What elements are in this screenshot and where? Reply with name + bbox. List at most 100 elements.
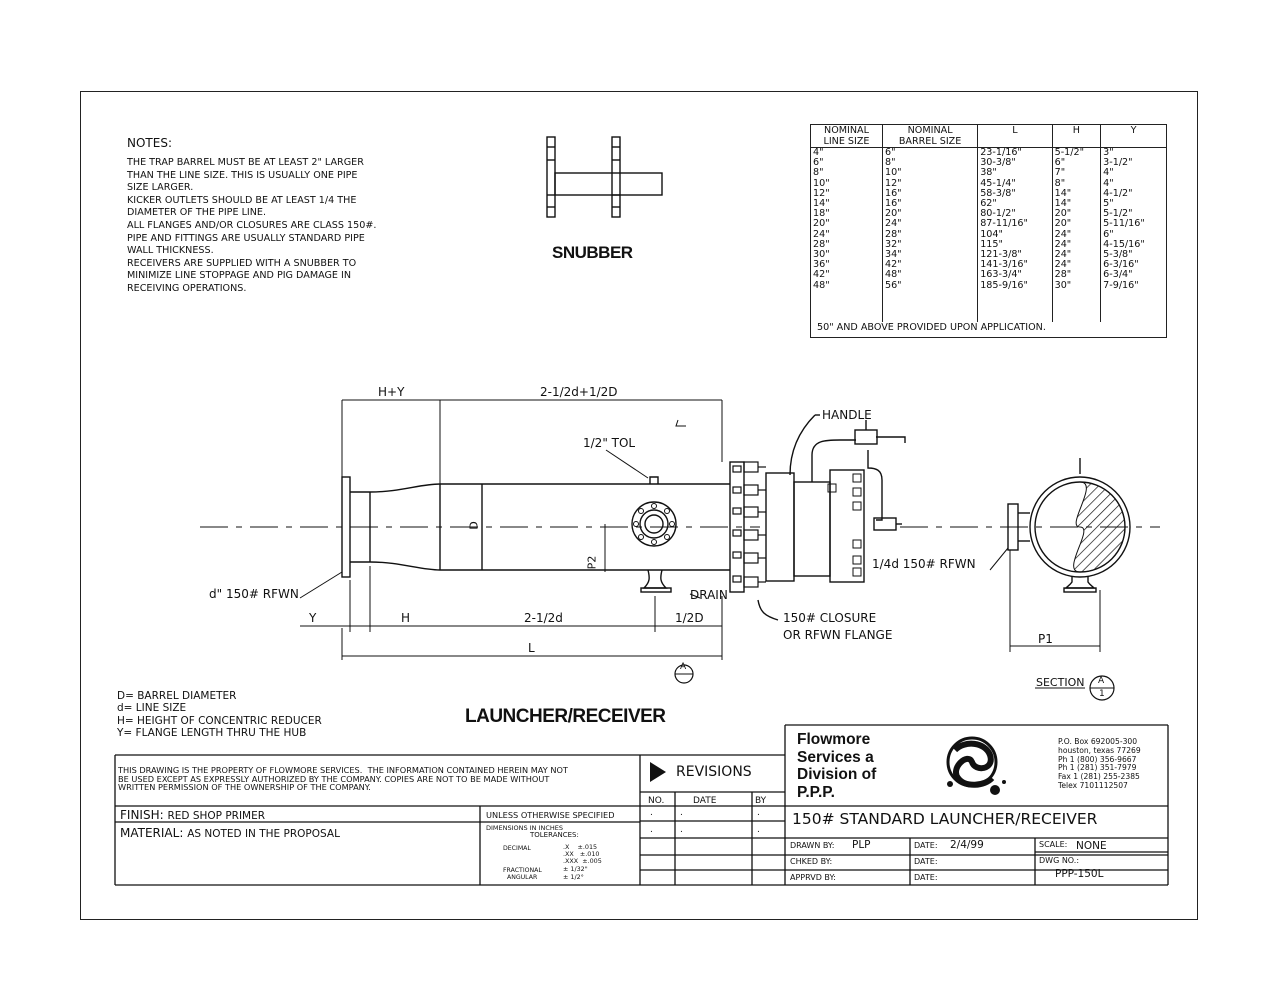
table-header: L (977, 124, 1053, 148)
table-cell: 20" (813, 218, 830, 230)
table-cell: 14" (1054, 198, 1072, 210)
section-letter: A (1098, 676, 1105, 686)
drawing-title: 150# STANDARD LAUNCHER/RECEIVER (792, 810, 1098, 828)
note-line: RECEIVING OPERATIONS. (127, 282, 247, 294)
table-cell: 6-3/4" (1103, 269, 1133, 281)
dwg-no-label: DWG NO.: (1039, 856, 1080, 865)
table-cell: 6" (884, 147, 896, 158)
table-cell: 28" (884, 228, 902, 240)
table-cell: 12" (884, 177, 902, 189)
dim-rfwn-left: d" 150# RFWN (209, 587, 299, 601)
legend-line: H= HEIGHT OF CONCENTRIC REDUCER (117, 714, 322, 727)
rev-row-2-no: . (650, 825, 653, 835)
table-cell: 80-1/2" (980, 208, 1016, 220)
tol-decimal-label: DECIMAL (503, 845, 531, 852)
table-cell: 4" (1103, 177, 1114, 189)
table-cell: 6" (1054, 157, 1066, 169)
approved-by-label: APPRVD BY: (790, 873, 836, 882)
rev-row-2-by: . (757, 825, 760, 835)
dim-closure-2: OR RFWN FLANGE (783, 628, 893, 642)
table-cell: 4" (813, 147, 824, 158)
address-line: Ph 1 (800) 356-9667 (1058, 754, 1137, 764)
snubber-figure (546, 136, 663, 218)
table-cell: 58-3/8" (980, 187, 1016, 199)
notice-line: THIS DRAWING IS THE PROPERTY OF FLOWMORE… (118, 765, 568, 775)
table-cell: 7-9/16" (1103, 279, 1139, 291)
dim-p1: P1 (1038, 632, 1053, 646)
section-cut-mark: A (680, 662, 687, 672)
section-number: 1 (1099, 689, 1105, 699)
main-title: LAUNCHER/RECEIVER (465, 706, 666, 727)
table-cell: 5-11/16" (1103, 218, 1145, 230)
table-cell: 163-3/4" (980, 269, 1022, 281)
table-cell: 48" (813, 279, 830, 291)
table-cell: 6" (1103, 228, 1114, 240)
table-cell: 28" (813, 238, 830, 250)
rev-by-header: BY (755, 796, 767, 806)
dwg-no-value: PPP-150L (1055, 868, 1104, 880)
legend-line: Y= FLANGE LENGTH THRU THE HUB (117, 727, 307, 740)
table-column: 4"6"8"10"12"14"18"20"24"28"30"36"42"48" (810, 147, 883, 323)
address-line: Ph 1 (281) 351-7979 (1058, 763, 1137, 773)
table-header: H (1051, 124, 1102, 148)
table-cell: 42" (813, 269, 830, 281)
note-line: KICKER OUTLETS SHOULD BE AT LEAST 1/4 TH… (127, 194, 357, 206)
scale-label: SCALE: (1039, 840, 1068, 849)
dim-mid-span: 2-1/2d (524, 611, 563, 625)
table-cell: 10" (884, 167, 902, 179)
table-cell: 24" (1054, 259, 1072, 271)
rev-row-2-date: . (680, 825, 683, 835)
date-value: 2/4/99 (950, 839, 984, 851)
table-cell: 24" (1054, 238, 1072, 250)
tol-xxx: .XXX ±.005 (563, 857, 602, 865)
revisions-title: REVISIONS (676, 764, 752, 780)
dim-tol: 1/2" TOL (583, 436, 636, 450)
table-cell: 24" (1054, 228, 1072, 240)
table-cell: 3-1/2" (1103, 157, 1133, 169)
table-cell: 18" (813, 208, 830, 220)
table-cell: 45-1/4" (980, 177, 1016, 189)
dim-l: L (528, 641, 535, 655)
table-cell: 30" (813, 249, 830, 261)
table-cell: 4-15/16" (1103, 238, 1145, 250)
table-cell: 5-1/2" (1054, 147, 1085, 158)
table-cell: 14" (1054, 187, 1072, 199)
table-cell: 6-3/16" (1103, 259, 1139, 271)
table-cell: 23-1/16" (980, 147, 1022, 158)
table-cell: 8" (813, 167, 824, 179)
table-cell: 28" (1054, 269, 1072, 281)
rev-date-header: DATE (693, 796, 717, 806)
table-cell: 24" (1054, 249, 1072, 261)
legend-line: D= BARREL DIAMETER (117, 690, 237, 702)
drawn-by-value: PLP (852, 839, 871, 851)
material-label: MATERIAL: AS NOTED IN THE PROPOSAL (120, 826, 340, 840)
notes-heading: NOTES: (127, 136, 172, 150)
table-cell: 3" (1103, 147, 1114, 158)
table-cell: 32" (884, 238, 902, 250)
note-line: THE TRAP BARREL MUST BE AT LEAST 2" LARG… (127, 157, 364, 168)
table-cell: 115" (980, 238, 1003, 250)
table-cell: 20" (884, 208, 902, 220)
note-line: MINIMIZE LINE STOPPAGE AND PIG DAMAGE IN (127, 270, 352, 282)
table-cell: 30-3/8" (980, 157, 1016, 169)
table-footnote: 50" AND ABOVE PROVIDED UPON APPLICATION. (810, 322, 1167, 339)
dim-handle: HANDLE (822, 408, 872, 422)
table-cell: 38" (980, 167, 997, 179)
drawn-by-label: DRAWN BY: (790, 841, 835, 850)
table-cell: 6" (813, 157, 824, 169)
table-cell: 30" (1054, 279, 1072, 291)
company-line: Division of (797, 766, 877, 783)
property-notice: THIS DRAWING IS THE PROPERTY OF FLOWMORE… (118, 766, 568, 792)
company-line: P.P.P. (797, 783, 835, 801)
table-cell: 87-11/16" (980, 218, 1028, 230)
notice-line: WRITTEN PERMISSION OF THE OWNERSHIP OF T… (118, 782, 371, 793)
notice-line: BE USED EXCEPT AS EXPRESSLY AUTHORIZED B… (118, 773, 550, 784)
table-cell: 185-9/16" (980, 279, 1028, 291)
rev-row-1-by: . (757, 808, 760, 818)
note-line: RECEIVERS ARE SUPPLIED WITH A SNUBBER TO (127, 257, 357, 269)
dim-h-plus-y: H+Y (378, 385, 405, 399)
dim-rfwn-right: 1/4d 150# RFWN (872, 557, 976, 571)
